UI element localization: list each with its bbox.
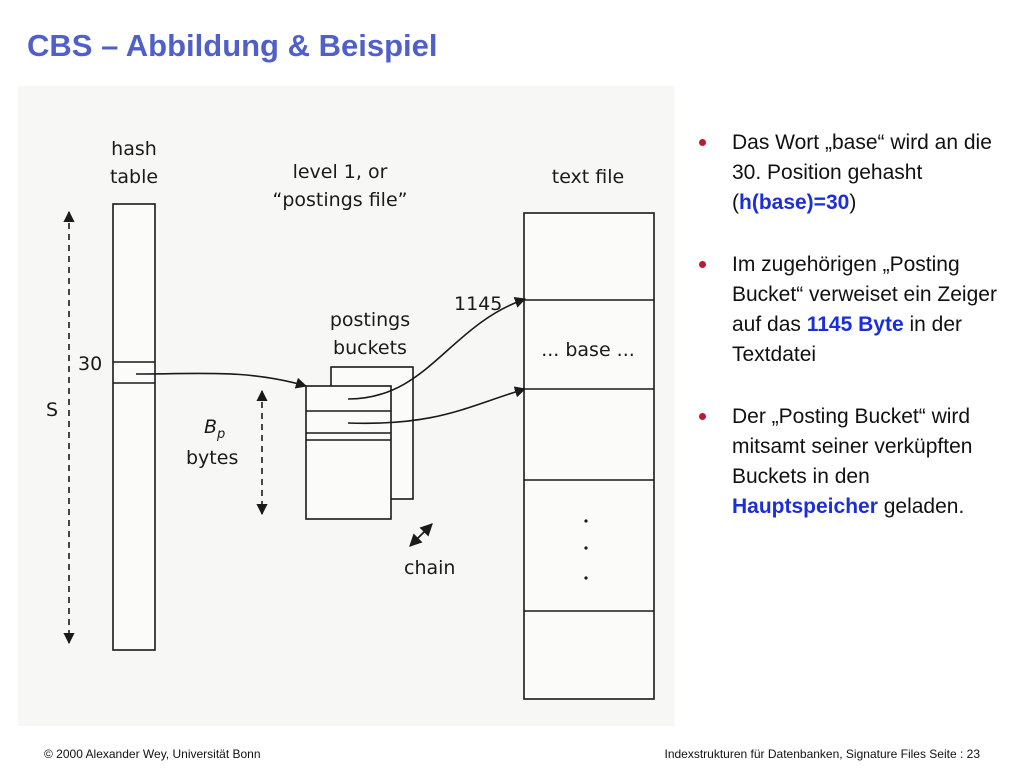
hash-table [112, 203, 156, 651]
bullet-dot-icon [699, 261, 706, 268]
highlight: Hauptspeicher [732, 495, 878, 518]
bullet-dot-icon [699, 139, 706, 146]
bp-label: Bp [204, 416, 225, 442]
offset-1145-label: 1145 [454, 293, 502, 315]
bullet-list: Das Wort „base“ wird an die 30. Position… [696, 128, 1001, 554]
bucket-to-1145-arrow [347, 297, 527, 400]
text-file [523, 212, 655, 700]
chain-arrow [409, 523, 433, 547]
highlight: 1145 Byte [806, 313, 904, 336]
bucket-to-text-arrow [347, 386, 527, 425]
highlight: h(base)=30 [739, 191, 850, 214]
chain-label: chain [404, 557, 455, 579]
bytes-label: bytes [186, 447, 238, 469]
hash-to-bucket-arrow [135, 372, 308, 389]
postings-buckets-label-1: postings [330, 309, 410, 331]
base-entry-label: ... base ... [541, 339, 635, 361]
text-file-label: text file [552, 166, 624, 188]
bullet-item: Der „Posting Bucket“ wird mitsamt seiner… [696, 402, 1001, 522]
bullet-item: Im zugehörigen „Posting Bucket“ verweise… [696, 250, 1001, 370]
hash-table-label-1: hash [111, 138, 157, 160]
level1-label-2: “postings file” [273, 189, 408, 211]
s-label: S [46, 399, 58, 421]
hash-table-label-2: table [110, 166, 158, 188]
postings-bucket [305, 385, 392, 520]
slot-30-label: 30 [78, 353, 102, 375]
bullet-item: Das Wort „base“ wird an die 30. Position… [696, 128, 1001, 218]
level1-label-1: level 1, or [293, 161, 388, 183]
cbs-diagram: hash table S 30 level 1, or “postings fi… [46, 138, 655, 700]
cbs-figure: hash table S 30 level 1, or “postings fi… [18, 86, 675, 726]
bullet-dot-icon [699, 413, 706, 420]
footer-copyright: © 2000 Alexander Wey, Universität Bonn [44, 747, 261, 761]
postings-buckets-label-2: buckets [333, 337, 407, 359]
slide-title: CBS – Abbildung & Beispiel [27, 28, 438, 63]
footer-page-info: Indexstrukturen für Datenbanken, Signatu… [664, 747, 980, 761]
